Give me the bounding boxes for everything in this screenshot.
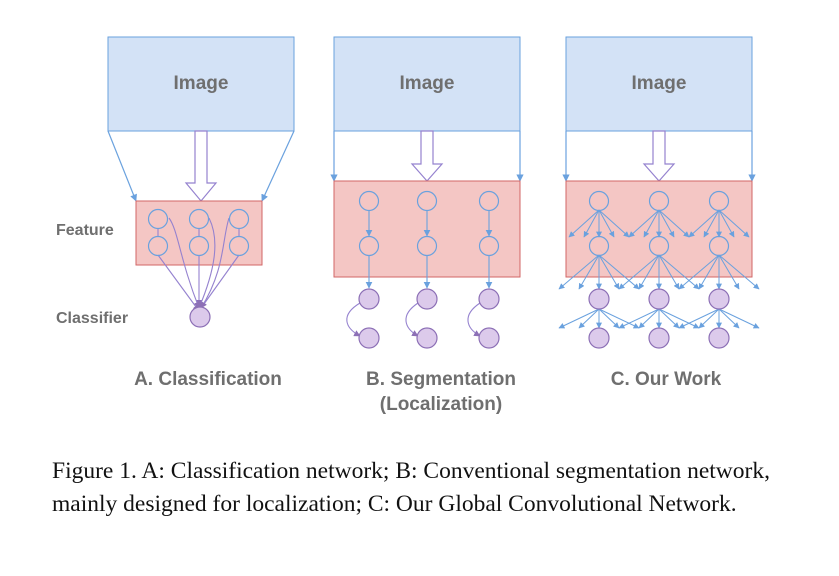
- gcn-edge: [583, 209, 600, 238]
- gcn-edge: [698, 254, 720, 290]
- feature-nodes-c: [588, 190, 730, 257]
- image-box-a: [107, 36, 295, 132]
- gcn-edge: [578, 308, 600, 329]
- classifier-node: [358, 288, 380, 310]
- gcn-edge: [658, 308, 700, 329]
- feature-node: [188, 208, 210, 230]
- classifier-label: Classifier: [56, 310, 128, 327]
- feature-node: [588, 190, 610, 212]
- hollow-down-arrow: [184, 130, 218, 202]
- gcn-edge: [598, 209, 630, 238]
- image-label-b: Image: [400, 73, 455, 94]
- classifier-nodes-b: [358, 288, 500, 349]
- network-diagram: Image A. Classification: [56, 36, 760, 415]
- figure-caption: Figure 1. A: Classification network; B: …: [52, 458, 770, 517]
- feature-node: [478, 190, 500, 212]
- feature-node: [358, 190, 380, 212]
- gcn-edge: [678, 254, 720, 290]
- global-conv-edges: [558, 209, 760, 329]
- classifier-node: [478, 327, 500, 349]
- gcn-edge: [688, 209, 720, 238]
- gcn-edge: [718, 209, 735, 238]
- gcn-edge: [618, 254, 660, 290]
- image-label-a: Image: [174, 73, 229, 94]
- hollow-down-arrow: [642, 130, 676, 182]
- feature-to-classifier-edges: [157, 217, 240, 312]
- panel-c-title: C. Our Work: [611, 369, 722, 390]
- gcn-edge: [698, 308, 720, 329]
- gcn-edge: [598, 209, 615, 238]
- gcn-edge: [638, 254, 660, 290]
- feature-node: [358, 235, 380, 257]
- classifier-node: [478, 288, 500, 310]
- feature-node: [416, 235, 438, 257]
- feature-node: [416, 190, 438, 212]
- feature-node: [708, 190, 730, 212]
- gcn-edge: [598, 254, 620, 290]
- gcn-edge: [638, 308, 660, 329]
- feature-nodes-a: [147, 208, 250, 257]
- classifier-node: [648, 288, 670, 310]
- classifier-node: [416, 327, 438, 349]
- classifier-node: [358, 327, 380, 349]
- image-to-feature-arrow: [107, 130, 137, 202]
- gcn-edge: [718, 308, 740, 329]
- gcn-edge: [598, 254, 640, 290]
- panel-a-title: A. Classification: [134, 369, 282, 390]
- feature-node: [478, 235, 500, 257]
- gcn-edge: [658, 254, 700, 290]
- gcn-edge: [618, 308, 660, 329]
- panel-c: Image C. Our Work: [558, 36, 760, 390]
- feature-node: [188, 235, 210, 257]
- panel-b-title: B. Segmentation: [366, 369, 516, 390]
- gcn-edge: [628, 209, 660, 238]
- feature-node: [147, 235, 169, 257]
- feature-nodes-b: [358, 190, 500, 257]
- panel-b: Image: [330, 36, 524, 415]
- classifier-node: [708, 327, 730, 349]
- feature-node: [228, 235, 250, 257]
- image-label-c: Image: [632, 73, 687, 94]
- gcn-edge: [658, 308, 680, 329]
- classifier-node: [588, 327, 610, 349]
- gcn-edge: [718, 254, 760, 290]
- gcn-edge: [703, 209, 720, 238]
- gcn-edge: [598, 308, 640, 329]
- classifier-node: [648, 327, 670, 349]
- gcn-edge: [643, 209, 660, 238]
- feature-node: [648, 235, 670, 257]
- image-to-feature-arrow: [261, 130, 295, 202]
- feature-node: [708, 235, 730, 257]
- gcn-edge: [678, 308, 720, 329]
- gcn-edge: [718, 308, 760, 329]
- classifier-nodes-c: [588, 288, 730, 349]
- feature-label: Feature: [56, 222, 114, 239]
- gcn-edge: [718, 254, 740, 290]
- classifier-node: [588, 288, 610, 310]
- gcn-edge: [658, 209, 675, 238]
- feature-node: [648, 190, 670, 212]
- segmentation-edges: [346, 211, 493, 337]
- gcn-edge: [558, 308, 600, 329]
- image-box-b: [333, 36, 521, 132]
- gcn-edge: [718, 209, 750, 238]
- panel-b-subtitle: (Localization): [380, 394, 502, 415]
- image-box-c: [565, 36, 753, 132]
- feature-node: [588, 235, 610, 257]
- gcn-edge: [658, 209, 690, 238]
- gcn-edge: [598, 308, 620, 329]
- panel-a: Image A. Classification: [107, 36, 295, 390]
- gcn-edge: [568, 209, 600, 238]
- feature-node: [228, 208, 250, 230]
- hollow-down-arrow: [410, 130, 444, 182]
- gcn-edge: [578, 254, 600, 290]
- feature-node: [147, 208, 169, 230]
- classifier-node: [416, 288, 438, 310]
- gcn-edge: [558, 254, 600, 290]
- classifier-node: [708, 288, 730, 310]
- gcn-edge: [658, 254, 680, 290]
- classifier-node: [189, 306, 211, 328]
